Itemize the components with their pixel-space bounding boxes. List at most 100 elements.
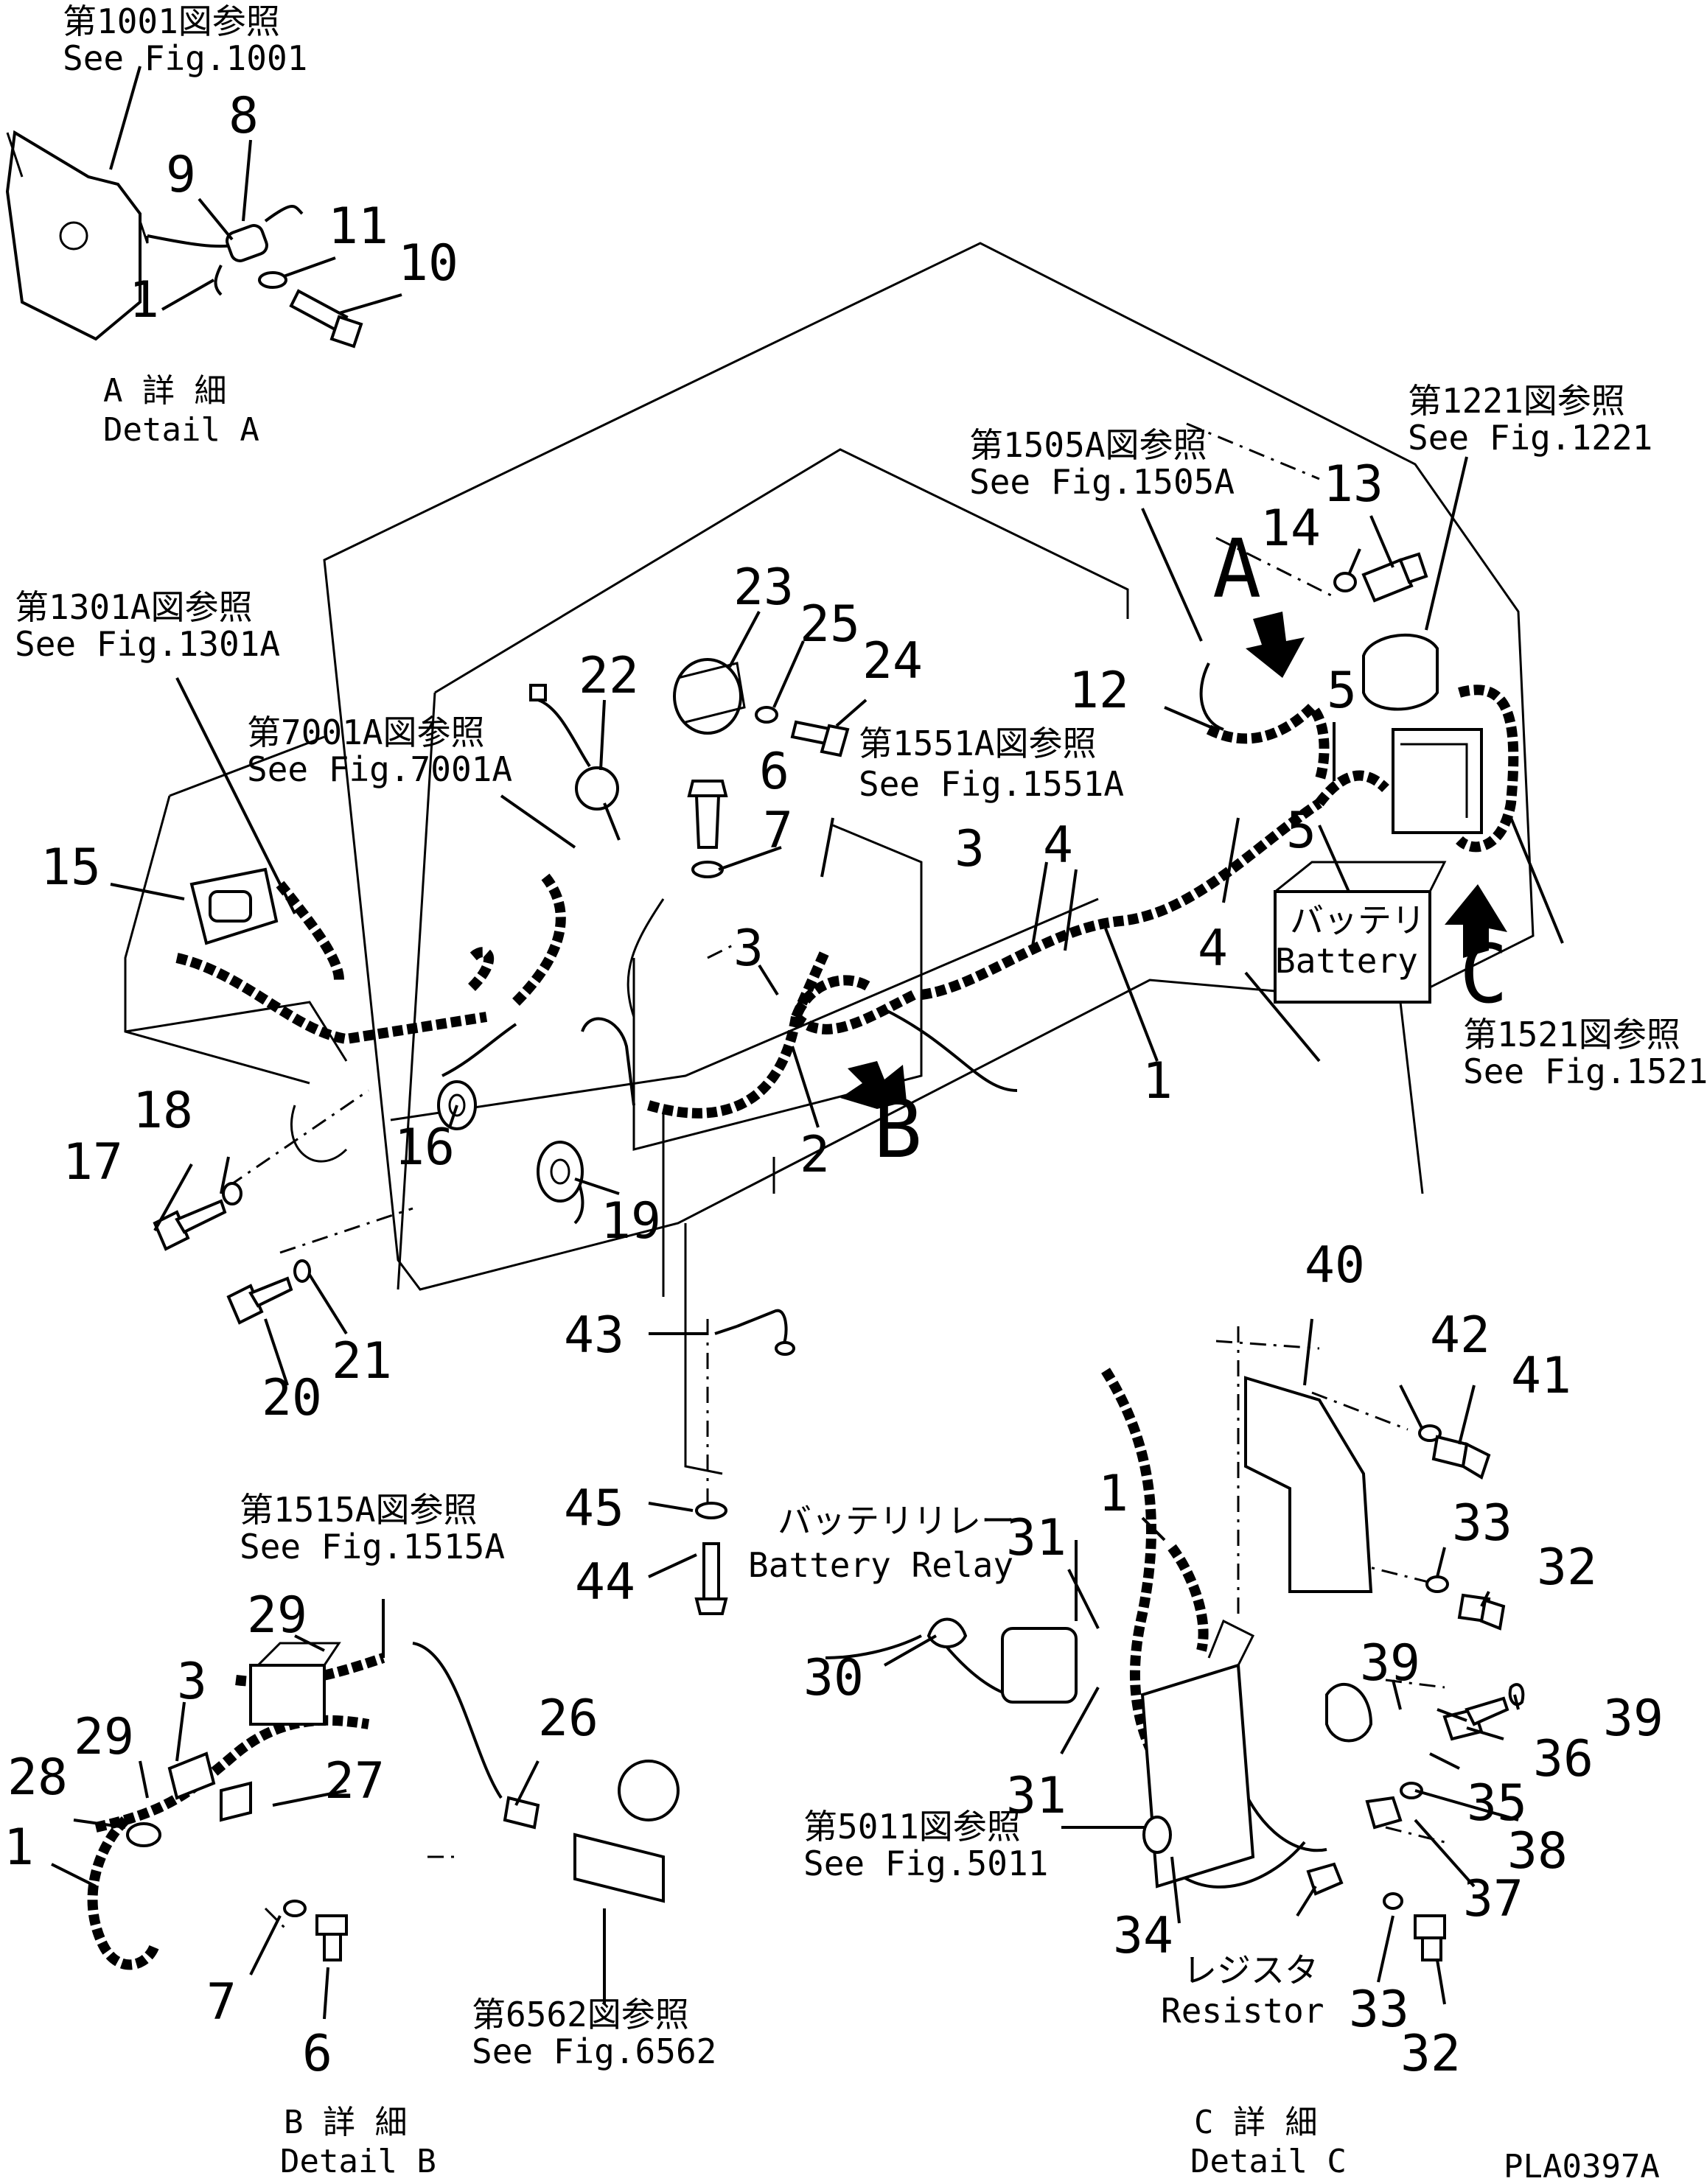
label-45: 45 bbox=[564, 1480, 624, 1538]
part-23 bbox=[673, 658, 746, 735]
view-arrow-a bbox=[1246, 612, 1305, 678]
resistor-label-jp: レジスタ bbox=[1183, 1950, 1319, 1990]
detail-a-caption-en: Detail A bbox=[103, 411, 259, 449]
main-wiring-harness bbox=[87, 685, 1519, 1970]
ref-6562-en: See Fig.6562 bbox=[472, 2031, 716, 2071]
figure-references: 第1001図参照 See Fig.1001 第1221図参照 See Fig.1… bbox=[15, 1, 1707, 2071]
label-4-right: 4 bbox=[1198, 920, 1228, 978]
label-6-main: 6 bbox=[759, 743, 789, 801]
label-3-main-left: 3 bbox=[733, 920, 764, 978]
part-13-14 bbox=[1333, 552, 1428, 603]
label-43: 43 bbox=[564, 1306, 624, 1365]
ref-1301a-jp: 第1301A図参照 bbox=[15, 587, 252, 627]
part-22 bbox=[529, 684, 621, 841]
view-arrow-c bbox=[1445, 884, 1507, 958]
label-18: 18 bbox=[133, 1082, 193, 1140]
label-27: 27 bbox=[324, 1752, 385, 1810]
ref-1221-jp: 第1221図参照 bbox=[1408, 381, 1625, 421]
leader-lines bbox=[51, 66, 1564, 2020]
part-19-horn bbox=[537, 1141, 584, 1203]
label-1-detail-b: 1 bbox=[4, 1819, 34, 1877]
label-letter-c: C bbox=[1459, 927, 1508, 1021]
label-35: 35 bbox=[1467, 1774, 1527, 1833]
label-42: 42 bbox=[1430, 1306, 1490, 1365]
part-43-ground-cable bbox=[714, 1309, 795, 1356]
label-letter-a: A bbox=[1212, 522, 1261, 616]
label-5-lower: 5 bbox=[1286, 802, 1316, 860]
ref-1505a-jp: 第1505A図参照 bbox=[969, 425, 1207, 465]
label-31-lower: 31 bbox=[1006, 1767, 1067, 1825]
ref-1515a-jp: 第1515A図参照 bbox=[240, 1490, 477, 1530]
ref-6562-jp: 第6562図参照 bbox=[472, 1995, 689, 2034]
label-29-left: 29 bbox=[74, 1708, 134, 1766]
ref-1521-en: See Fig.1521 bbox=[1463, 1051, 1707, 1091]
battery-relay-label-en: Battery Relay bbox=[748, 1545, 1013, 1585]
drawing-code: PLA0397A bbox=[1504, 2148, 1660, 2184]
label-32-upper: 32 bbox=[1537, 1539, 1597, 1597]
label-28: 28 bbox=[7, 1749, 68, 1807]
label-3-detail-b: 3 bbox=[177, 1653, 207, 1711]
ref-1301a-en: See Fig.1301A bbox=[15, 624, 280, 664]
label-39-left: 39 bbox=[1360, 1634, 1420, 1693]
label-23: 23 bbox=[733, 559, 794, 617]
ref-7001a-en: See Fig.7001A bbox=[247, 749, 512, 789]
battery-label-jp: バッテリ bbox=[1290, 900, 1425, 940]
part-6-7 bbox=[687, 780, 728, 878]
ref-1505a-en: See Fig.1505A bbox=[969, 462, 1235, 502]
ref-1551a-en: See Fig.1551A bbox=[859, 764, 1124, 804]
label-24: 24 bbox=[862, 632, 923, 690]
label-4-left: 4 bbox=[1043, 816, 1073, 875]
ref-1515a-en: See Fig.1515A bbox=[240, 1527, 505, 1567]
detail-b-assembly bbox=[126, 1642, 680, 1961]
battery-relay-label-jp: バッテリリレー bbox=[778, 1501, 1015, 1541]
label-7-main: 7 bbox=[763, 802, 793, 860]
label-30: 30 bbox=[803, 1649, 864, 1707]
detail-b-caption-jp: B 詳 細 bbox=[284, 2104, 407, 2141]
label-1-detail-c: 1 bbox=[1098, 1465, 1128, 1523]
label-10: 10 bbox=[398, 234, 458, 293]
label-14: 14 bbox=[1260, 500, 1321, 558]
label-26: 26 bbox=[538, 1690, 598, 1748]
label-33-upper: 33 bbox=[1452, 1494, 1512, 1553]
label-37: 37 bbox=[1463, 1870, 1523, 1928]
label-22: 22 bbox=[579, 647, 639, 705]
ref-7001a-jp: 第7001A図参照 bbox=[247, 713, 484, 752]
machine-body-outline bbox=[124, 242, 1535, 1475]
part-17-18 bbox=[153, 1182, 242, 1251]
label-16: 16 bbox=[394, 1119, 455, 1177]
label-13: 13 bbox=[1323, 455, 1383, 514]
detail-c-assembly bbox=[926, 1376, 1525, 1961]
label-5-upper: 5 bbox=[1327, 662, 1357, 720]
detail-captions: A 詳 細 Detail A B 詳 細 Detail B C 詳 細 Deta… bbox=[103, 372, 1660, 2184]
label-36: 36 bbox=[1533, 1730, 1593, 1788]
label-17: 17 bbox=[63, 1133, 123, 1191]
ref-1001-en: See Fig.1001 bbox=[63, 38, 307, 78]
label-33-lower: 33 bbox=[1349, 1981, 1409, 2039]
label-7-detail-b: 7 bbox=[206, 1973, 237, 2031]
label-11: 11 bbox=[328, 197, 388, 256]
part-20-21 bbox=[226, 1259, 311, 1325]
component-names: バッテリ Battery バッテリリレー Battery Relay レジスタ … bbox=[748, 900, 1425, 2031]
label-31-upper: 31 bbox=[1006, 1509, 1067, 1567]
label-6-detail-b: 6 bbox=[302, 2025, 332, 2083]
label-19: 19 bbox=[601, 1192, 661, 1250]
part-number-labels: 8 9 11 10 1 23 25 24 22 6 7 14 13 12 5 5… bbox=[4, 87, 1664, 2083]
battery-relay-top bbox=[1362, 633, 1483, 834]
ref-5011-jp: 第5011図参照 bbox=[803, 1807, 1021, 1847]
ref-1551a-jp: 第1551A図参照 bbox=[859, 724, 1096, 763]
label-25: 25 bbox=[800, 595, 860, 654]
detail-a-caption-jp: A 詳 細 bbox=[103, 372, 226, 410]
ref-1001-jp: 第1001図参照 bbox=[63, 1, 280, 41]
label-15: 15 bbox=[41, 839, 101, 897]
detail-a-lamp bbox=[5, 130, 363, 349]
detail-b-caption-en: Detail B bbox=[280, 2143, 436, 2180]
label-12: 12 bbox=[1069, 662, 1129, 720]
view-arrow-b bbox=[840, 1061, 907, 1109]
part-15 bbox=[189, 867, 279, 945]
detail-c-caption-jp: C 詳 細 bbox=[1194, 2104, 1317, 2141]
label-21: 21 bbox=[332, 1332, 392, 1390]
label-32-lower: 32 bbox=[1400, 2025, 1461, 2083]
ref-1221-en: See Fig.1221 bbox=[1408, 418, 1652, 458]
resistor-label-en: Resistor bbox=[1161, 1991, 1324, 2031]
